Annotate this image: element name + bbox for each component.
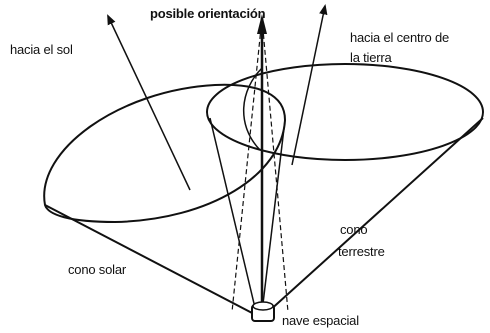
earth-cone-label-line2: terrestre	[338, 244, 385, 259]
orientation-line-left	[231, 17, 263, 313]
earth-cone-label-line1: cono	[340, 222, 368, 237]
earth-cone-right-side	[267, 117, 484, 313]
solar-cone-label: cono solar	[68, 262, 126, 277]
sun-direction-label: hacia el sol	[10, 42, 73, 57]
earth-cone-left-side	[209, 117, 257, 313]
spacecraft-label: nave espacial	[282, 313, 359, 328]
earth-direction-label-line2: la tierra	[350, 50, 392, 65]
solar-cone-right-side	[261, 119, 286, 313]
earth-cone-rim	[206, 63, 484, 161]
spacecraft-top-icon	[252, 301, 274, 311]
sun-direction-arrow	[107, 14, 191, 191]
solar-cone-rim	[43, 83, 287, 224]
orientation-tip-icon	[257, 14, 267, 34]
solar-cone-left-side	[44, 204, 257, 316]
earth-direction-arrow	[291, 3, 328, 166]
earth-direction-label-line1: hacia el centro de	[350, 30, 450, 45]
orientation-label: posible orientación	[150, 6, 266, 21]
orientation-line-right	[261, 17, 289, 313]
